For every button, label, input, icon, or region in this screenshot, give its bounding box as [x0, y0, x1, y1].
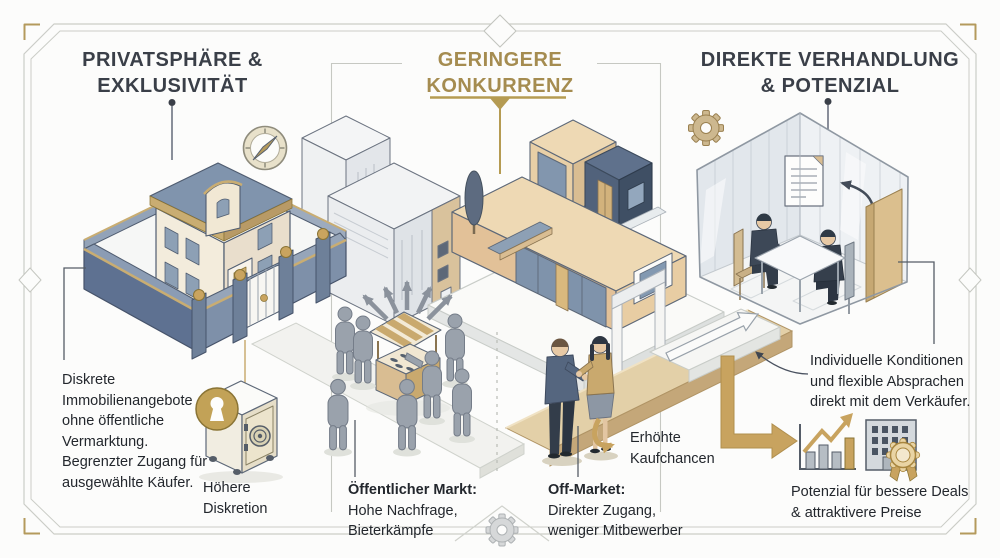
text-line: Erhöhte	[630, 430, 681, 446]
callout-potential: Potenzial für bessere Deals & attraktive…	[791, 482, 968, 523]
gold-flow-arrow	[720, 355, 798, 459]
callout-off-market: Off-Market: Direkter Zugang, weniger Mit…	[548, 480, 683, 542]
callout-connectors	[63, 261, 935, 477]
text-line: Hohe Nachfrage,	[348, 502, 458, 519]
mansion-illustration	[83, 162, 347, 360]
text-line: Diskretion	[203, 500, 268, 517]
text-line: Vermarktung.	[62, 433, 149, 450]
callout-conditions: Individuelle Konditionen und flexible Ab…	[810, 351, 970, 413]
award-seal-icon	[885, 437, 921, 482]
document-icon	[784, 155, 824, 207]
chances-arrow	[592, 417, 615, 454]
growth-chart-icon	[799, 413, 856, 470]
header-negotiation: DIREKTE VERHANDLUNG & POTENZIAL	[695, 47, 965, 99]
handshake-illustration	[542, 336, 618, 466]
header-line: PRIVATSPHÄRE &	[82, 49, 263, 71]
keyhole-icon	[195, 387, 239, 431]
header-line: KONKURRENZ	[426, 75, 574, 97]
callout-chances: Erhöhte Kaufchancen	[630, 428, 715, 469]
gear-icon	[485, 513, 519, 547]
safe-icon	[195, 340, 283, 483]
callout-public-market: Öffentlicher Markt: Hohe Nachfrage, Biet…	[348, 480, 477, 542]
header-line: & POTENZIAL	[760, 75, 900, 97]
text-line: Kaufchancen	[630, 450, 715, 467]
demand-arrows	[362, 280, 453, 321]
header-line: GERINGERE	[437, 49, 563, 71]
callout-title: Öffentlicher Markt:	[348, 482, 477, 498]
text-line: Bieterkämpfe	[348, 523, 434, 539]
text-line: Diskrete	[62, 372, 116, 388]
direction-arrow	[665, 312, 760, 362]
text-line: Direkter Zugang,	[548, 502, 656, 519]
negotiation-room-illustration	[696, 112, 909, 325]
text-line: ohne öffentliche	[62, 413, 165, 429]
diamond-ornament	[958, 267, 982, 293]
diamond-ornament	[18, 267, 42, 293]
callout-title: Off-Market:	[548, 482, 626, 498]
public-path	[250, 322, 526, 479]
callout-safe: Höhere Diskretion	[203, 478, 267, 519]
text-line: Begrenzter Zugang für	[62, 454, 208, 470]
crowd-illustration	[324, 306, 475, 457]
header-line: DIREKTE VERHANDLUNG	[700, 49, 960, 71]
text-line: Potenzial für bessere Deals	[791, 484, 969, 500]
text-line: und flexible Absprachen	[810, 373, 964, 390]
text-line: weniger Mitbewerber	[548, 523, 683, 539]
header-competition: GERINGERE KONKURRENZ	[400, 47, 600, 99]
header-privacy: PRIVATSPHÄRE & EXKLUSIVITÄT	[55, 47, 290, 99]
text-line: Höhere	[203, 480, 251, 496]
award-building-icon	[865, 419, 921, 482]
compass-icon	[242, 125, 288, 171]
decorative-frame	[18, 14, 982, 547]
text-line: direkt mit dem Verkäufer.	[810, 394, 971, 410]
gear-icon	[688, 110, 724, 146]
diamond-ornament	[483, 14, 517, 48]
walkway-arrow	[648, 308, 782, 383]
text-line: Individuelle Konditionen	[810, 353, 964, 369]
text-line: Immobilienangebote	[62, 392, 193, 409]
header-line: EXKLUSIVITÄT	[97, 75, 248, 97]
text-line: & attraktivere Preise	[791, 504, 922, 521]
text-line: ausgewählte Käufer.	[62, 474, 194, 491]
callout-discretion: Diskrete Immobilienangebote ohne öffentl…	[62, 370, 207, 493]
